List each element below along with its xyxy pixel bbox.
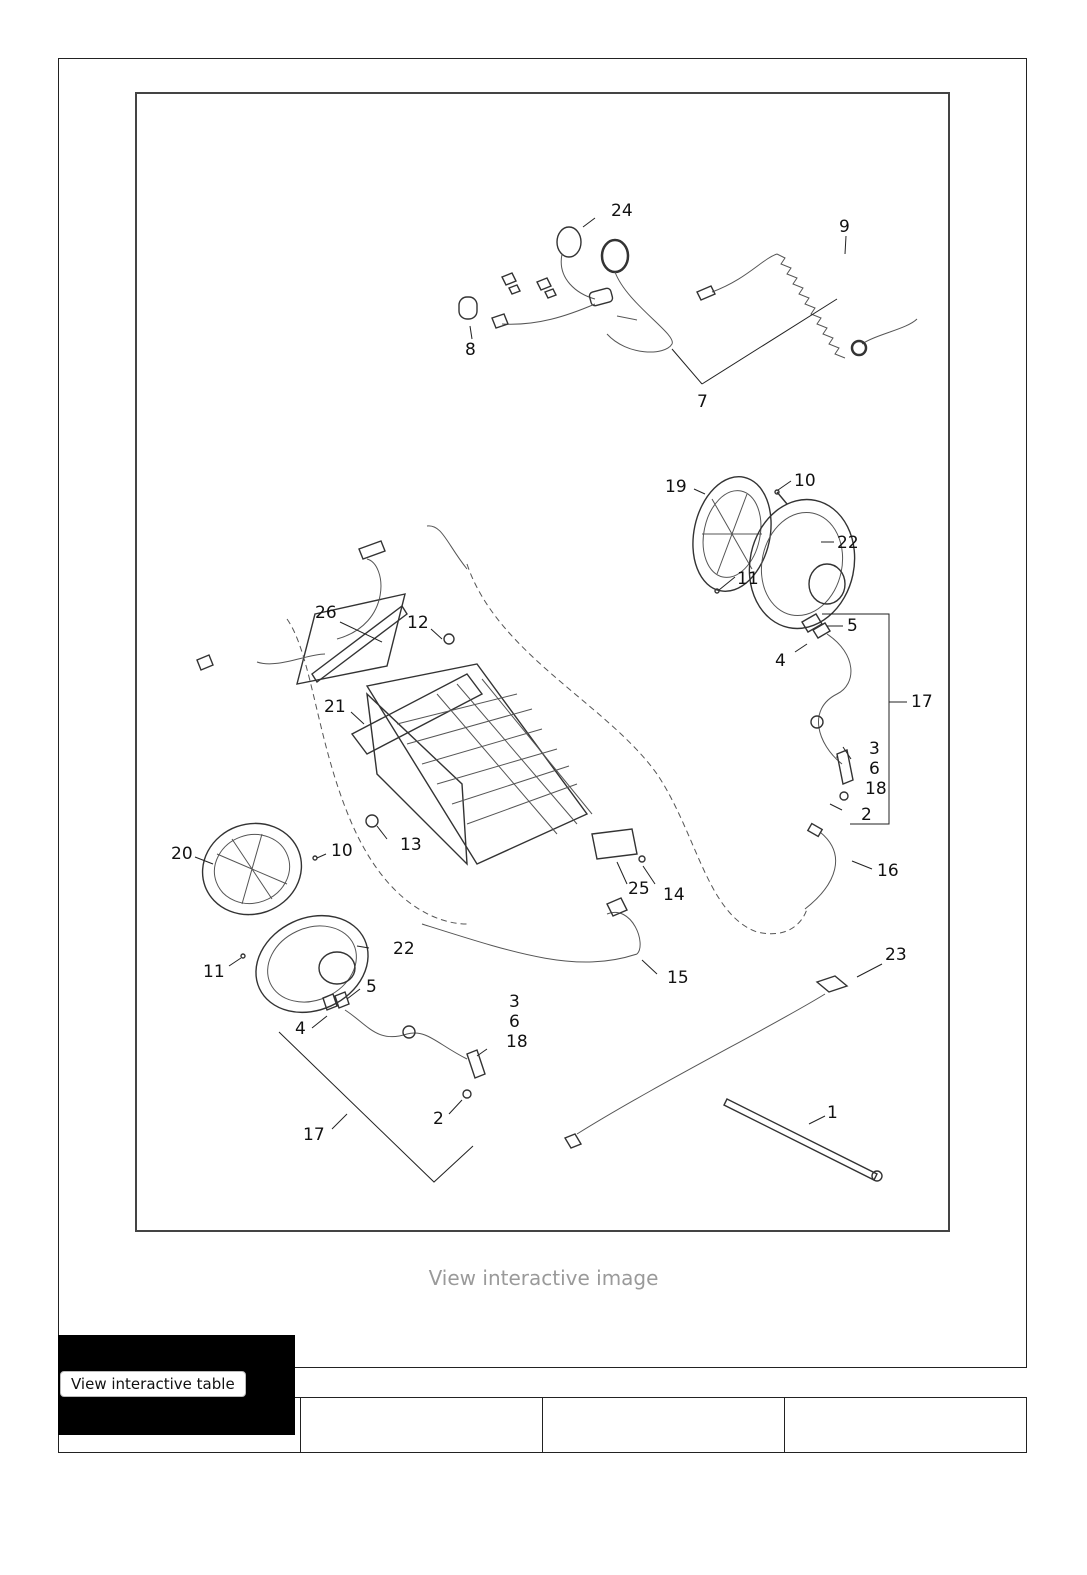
callout-12[interactable]: 12 (407, 613, 429, 633)
callout-5-left[interactable]: 5 (366, 977, 377, 997)
callout-25[interactable]: 25 (628, 879, 650, 899)
callout-3-right[interactable]: 3 (869, 739, 880, 759)
callout-7[interactable]: 7 (697, 392, 708, 412)
antenna-cable-assembly (458, 226, 918, 359)
left-speaker-assembly (201, 822, 486, 1099)
callout-17-right[interactable]: 17 (911, 692, 933, 712)
callout-18-right[interactable]: 18 (865, 779, 887, 799)
callout-10-right[interactable]: 10 (794, 471, 816, 491)
callout-8[interactable]: 8 (465, 340, 476, 360)
callout-10-left[interactable]: 10 (331, 841, 353, 861)
page-frame (58, 58, 1027, 1368)
view-interactive-image-link[interactable]: View interactive image (428, 1266, 659, 1290)
table-cell (784, 1398, 1026, 1452)
callout-22-right[interactable]: 22 (837, 533, 859, 553)
exploded-view-drawing: 24 9 8 7 (171, 201, 933, 1183)
right-speaker-assembly (692, 476, 856, 910)
callout-20[interactable]: 20 (171, 844, 193, 864)
callout-5-right[interactable]: 5 (847, 616, 858, 636)
view-interactive-table-button[interactable]: View interactive table (60, 1371, 246, 1397)
callout-1[interactable]: 1 (827, 1103, 838, 1123)
table-cell (542, 1398, 784, 1452)
callout-24[interactable]: 24 (611, 201, 633, 221)
callout-2-right[interactable]: 2 (861, 805, 872, 825)
parts-diagram[interactable]: 24 9 8 7 (135, 92, 950, 1232)
table-cell (300, 1398, 542, 1452)
callout-9[interactable]: 9 (839, 217, 850, 237)
callout-16[interactable]: 16 (877, 861, 899, 881)
callout-19[interactable]: 19 (665, 477, 687, 497)
callout-13[interactable]: 13 (400, 835, 422, 855)
callout-6-left[interactable]: 6 (509, 1012, 520, 1032)
callout-3-left[interactable]: 3 (509, 992, 520, 1012)
callout-17-left[interactable]: 17 (303, 1125, 325, 1145)
callout-11-left[interactable]: 11 (203, 962, 225, 982)
callout-6-right[interactable]: 6 (869, 759, 880, 779)
callout-15[interactable]: 15 (667, 968, 689, 988)
callout-4-right[interactable]: 4 (775, 651, 786, 671)
callout-11-right[interactable]: 11 (737, 569, 759, 589)
callout-23[interactable]: 23 (885, 945, 907, 965)
callout-18-left[interactable]: 18 (506, 1032, 528, 1052)
amplifier-assembly (196, 525, 808, 963)
callout-26[interactable]: 26 (315, 603, 337, 623)
callout-4-left[interactable]: 4 (295, 1019, 306, 1039)
callout-21[interactable]: 21 (324, 697, 346, 717)
gps-antenna-and-tie (563, 975, 883, 1182)
callout-14[interactable]: 14 (663, 885, 685, 905)
callout-22-left[interactable]: 22 (393, 939, 415, 959)
callout-2-left[interactable]: 2 (433, 1109, 444, 1129)
